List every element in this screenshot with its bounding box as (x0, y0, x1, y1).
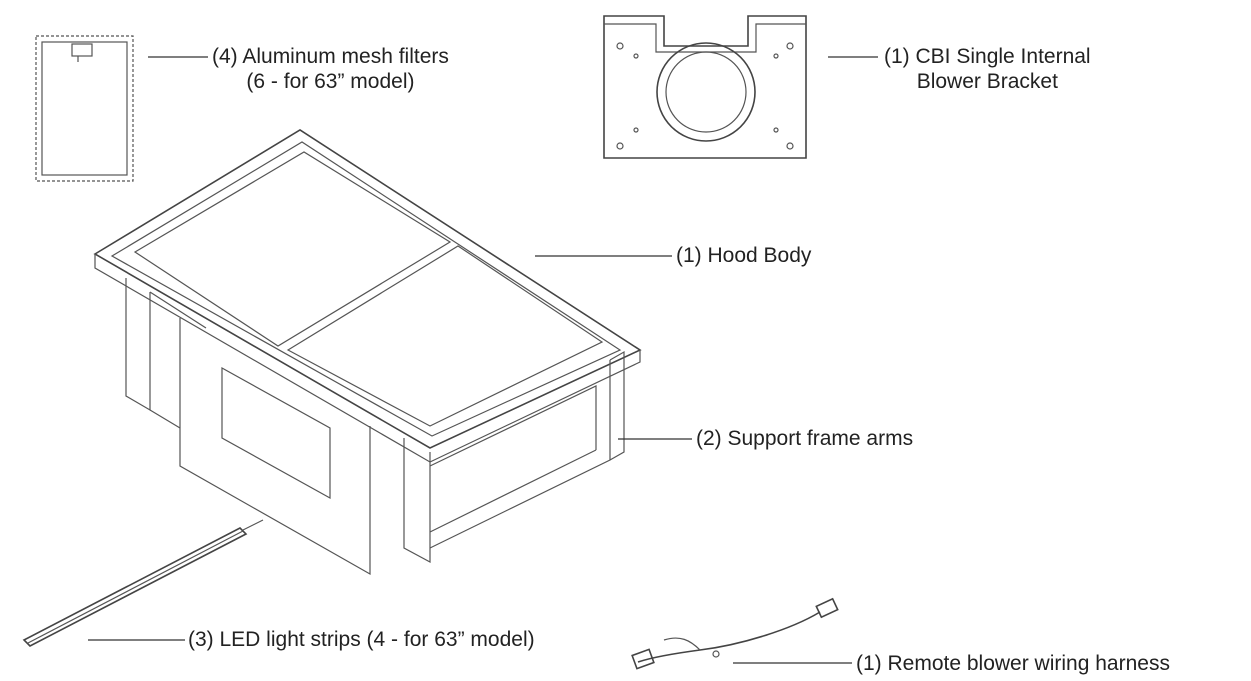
wiring-harness-illustration (631, 597, 839, 670)
blower-bracket-illustration (603, 15, 807, 159)
mesh-filter-illustration (35, 35, 134, 182)
led-callout: (3) LED light strips (4 - for 63” model) (188, 628, 535, 651)
filters-callout-line2: (6 - for 63” model) (246, 70, 415, 93)
hood-callout: (1) Hood Body (676, 244, 812, 267)
filters-callout-line1: (4) Aluminum mesh filters (212, 45, 449, 68)
led-strip-illustration (22, 519, 264, 647)
bracket-callout-line1: (1) CBI Single Internal (884, 45, 1091, 68)
filters-callout: (4) Aluminum mesh filters (6 - for 63” m… (212, 44, 449, 94)
harness-callout: (1) Remote blower wiring harness (856, 652, 1170, 675)
bracket-callout: (1) CBI Single Internal Blower Bracket (884, 44, 1091, 94)
bracket-callout-line2: Blower Bracket (916, 70, 1058, 93)
arms-callout: (2) Support frame arms (696, 427, 914, 450)
hood-body-illustration (93, 129, 642, 576)
